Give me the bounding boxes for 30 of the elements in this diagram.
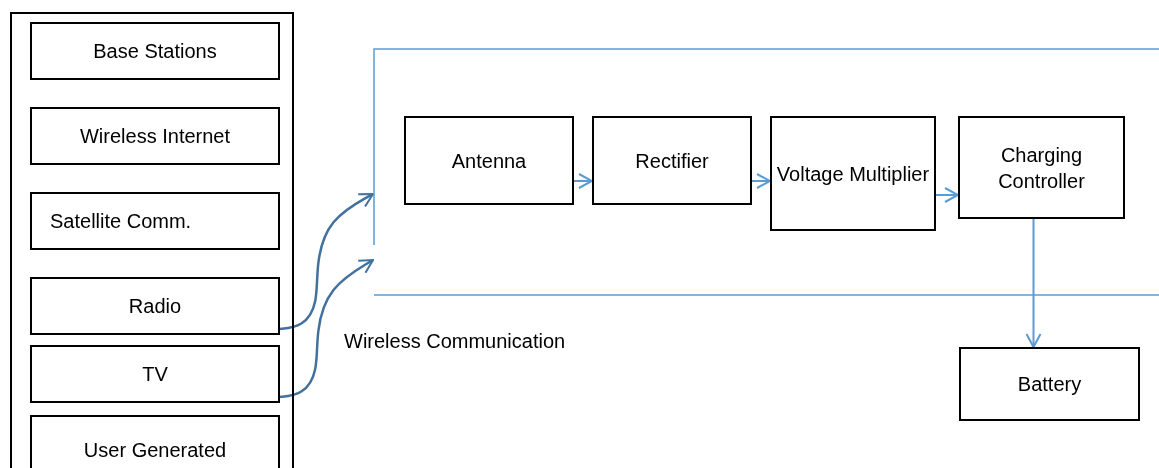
box-label: Rectifier (635, 148, 709, 174)
box-label: Voltage Multiplier (776, 161, 930, 187)
box-label: Charging Controller (997, 142, 1086, 194)
arrow (751, 173, 771, 189)
arrow (573, 173, 593, 189)
box-label: Wireless Internet (79, 124, 231, 149)
process-box (30, 192, 280, 250)
process-box (959, 347, 1140, 421)
process-box (592, 116, 752, 205)
annotation-text: Wireless Communication (344, 330, 566, 353)
process-box (30, 22, 280, 80)
box-label: Battery (1017, 372, 1082, 397)
process-box (404, 116, 574, 205)
arrow (1025, 218, 1042, 348)
arrow (935, 187, 959, 203)
process-box (30, 277, 280, 335)
box-label: Antenna (451, 148, 527, 174)
process-box (30, 415, 280, 468)
process-box (770, 116, 936, 231)
box-label: Base Stations (93, 39, 217, 64)
process-box (30, 107, 280, 165)
box-label: TV (142, 362, 168, 387)
arrow (277, 192, 374, 331)
process-box (958, 116, 1125, 219)
box-label: Radio (128, 294, 182, 319)
box-label: Satellite Comm. (50, 209, 192, 234)
process-box (30, 345, 280, 403)
group-box (10, 12, 294, 468)
box-label: User Generated (83, 438, 227, 463)
arrow (277, 258, 374, 399)
